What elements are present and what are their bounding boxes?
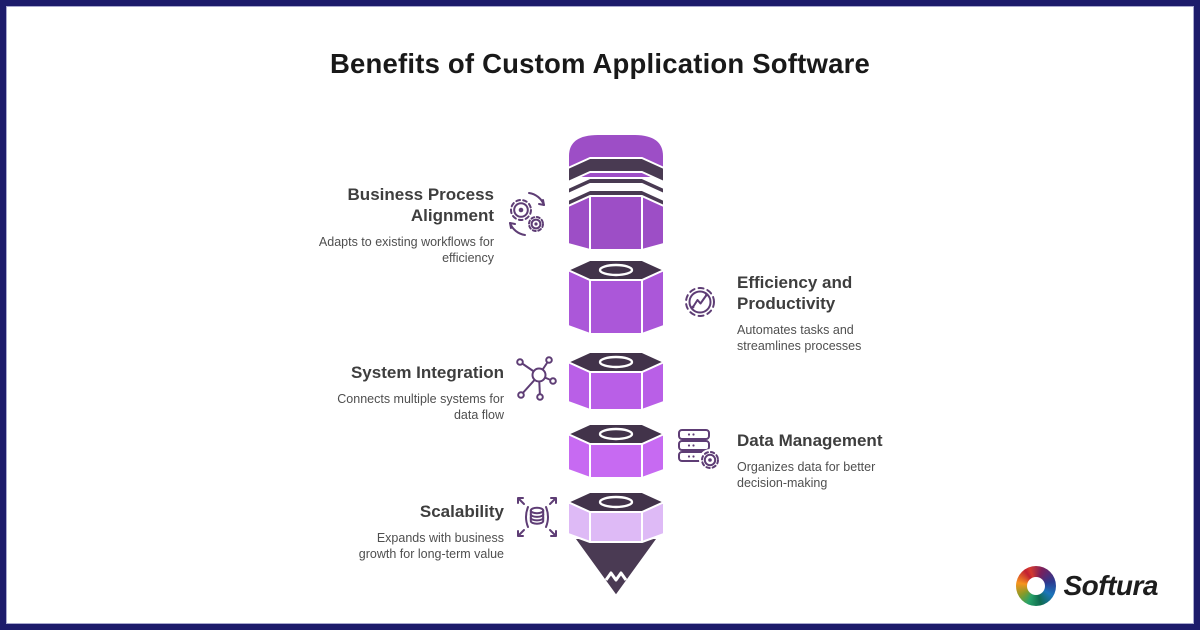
gear-chart-icon (674, 276, 726, 328)
benefit-description: Automates tasks and streamlines processe… (737, 323, 862, 354)
benefit-description: Adapts to existing workflows for efficie… (318, 235, 494, 266)
database-arrows-icon (511, 491, 563, 543)
pencil-segment-4 (567, 423, 665, 479)
benefit-business-process-alignment: Business Process Alignment Adapts to exi… (308, 184, 553, 267)
benefit-title: Business Process Alignment (347, 185, 494, 226)
process-gears-icon (501, 188, 553, 240)
page-title: Benefits of Custom Application Software (329, 48, 870, 79)
benefit-title: Data Management (737, 431, 883, 450)
benefit-text: Business Process Alignment Adapts to exi… (308, 184, 494, 267)
pencil-segment-2 (567, 259, 665, 335)
network-hub-icon (511, 352, 563, 404)
benefit-description: Organizes data for better decision-makin… (737, 460, 876, 491)
brand-logo: Softura (1015, 566, 1159, 606)
benefit-scalability: Scalability Expands with business growth… (328, 497, 563, 563)
benefit-text: Efficiency and Productivity Automates ta… (737, 272, 887, 355)
benefit-title: Efficiency and Productivity (737, 273, 853, 314)
pencil-ferrule (567, 157, 665, 207)
pencil-tip (573, 537, 659, 597)
benefit-data-management: Data Management Organizes data for bette… (674, 429, 907, 492)
benefit-description: Connects multiple systems for data flow (337, 392, 504, 423)
benefit-title: System Integration (350, 363, 504, 382)
server-gear-icon (674, 424, 726, 476)
benefit-text: Scalability Expands with business growth… (328, 501, 504, 563)
pencil-segment-5 (567, 491, 665, 543)
benefit-efficiency-and-productivity: Efficiency and Productivity Automates ta… (674, 272, 887, 355)
benefit-system-integration: System Integration Connects multiple sys… (318, 356, 563, 424)
brand-name: Softura (1063, 570, 1159, 601)
benefit-description: Expands with business growth for long-te… (358, 531, 504, 562)
pencil-segment-3 (567, 351, 665, 411)
benefit-text: Data Management Organizes data for bette… (737, 430, 907, 492)
benefit-text: System Integration Connects multiple sys… (318, 362, 504, 424)
softura-swirl-icon (1015, 566, 1056, 606)
benefit-title: Scalability (419, 502, 504, 521)
pencil-diagram (567, 133, 665, 597)
